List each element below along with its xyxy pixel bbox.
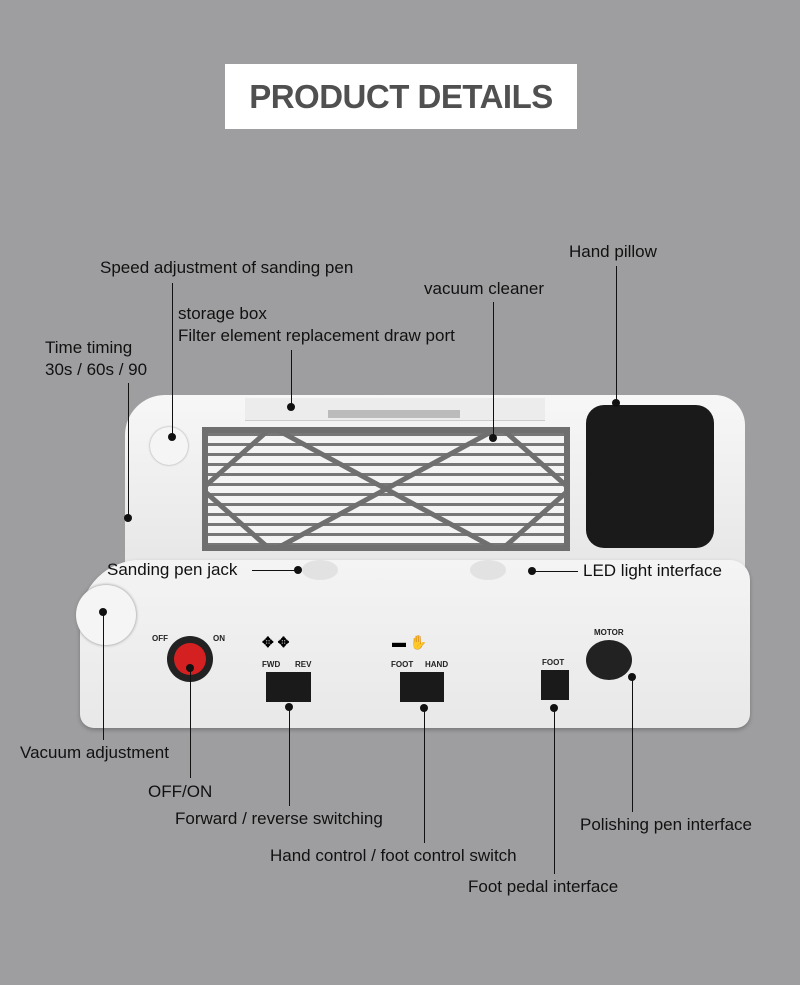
storage-box-slot: [328, 410, 460, 418]
storage-box-lid: [245, 398, 545, 421]
foot-hand-icons: ▬ ✋: [392, 634, 428, 650]
label-hand-pillow: Hand pillow: [569, 242, 657, 261]
led-interface[interactable]: [470, 560, 506, 580]
foot-port-text: FOOT: [542, 658, 565, 667]
label-foot-pedal: Foot pedal interface: [468, 877, 619, 896]
fwd-rev-switch[interactable]: [266, 672, 311, 702]
label-polishing: Polishing pen interface: [580, 815, 753, 834]
label-time-timing: Time timing: [45, 338, 133, 357]
foot-text: FOOT: [391, 660, 414, 669]
hand-text: HAND: [425, 660, 449, 669]
label-time-values: 30s / 60s / 90: [45, 360, 148, 379]
foot-hand-switch[interactable]: [400, 672, 444, 702]
page-title: PRODUCT DETAILS: [249, 77, 553, 115]
label-vacuum-cleaner: vacuum cleaner: [424, 279, 545, 298]
label-hand-foot: Hand control / foot control switch: [270, 846, 517, 865]
fwd-text: FWD: [262, 660, 281, 669]
label-forward-reverse: Forward / reverse switching: [175, 809, 383, 828]
hand-pillow: [586, 405, 714, 548]
sanding-pen-jack[interactable]: [302, 560, 338, 580]
fwd-rev-icons: ✥ ✥: [262, 634, 290, 650]
grille-cross-icon: [202, 427, 570, 551]
label-vacuum-adjustment: Vacuum adjustment: [20, 743, 169, 762]
label-sanding-jack: Sanding pen jack: [107, 560, 238, 579]
vacuum-knob[interactable]: [76, 585, 136, 645]
title-box: PRODUCT DETAILS: [225, 64, 577, 129]
on-text: ON: [213, 634, 225, 643]
motor-text: MOTOR: [594, 628, 624, 637]
rev-text: REV: [295, 660, 312, 669]
off-text: OFF: [152, 634, 168, 643]
foot-pedal-port[interactable]: [541, 670, 569, 700]
label-filter: Filter element replacement draw port: [178, 326, 455, 345]
label-storage: storage box: [178, 304, 267, 323]
label-led: LED light interface: [583, 561, 722, 580]
motor-port[interactable]: [586, 640, 632, 680]
label-speed: Speed adjustment of sanding pen: [100, 258, 354, 277]
label-off-on: OFF/ON: [148, 782, 213, 801]
